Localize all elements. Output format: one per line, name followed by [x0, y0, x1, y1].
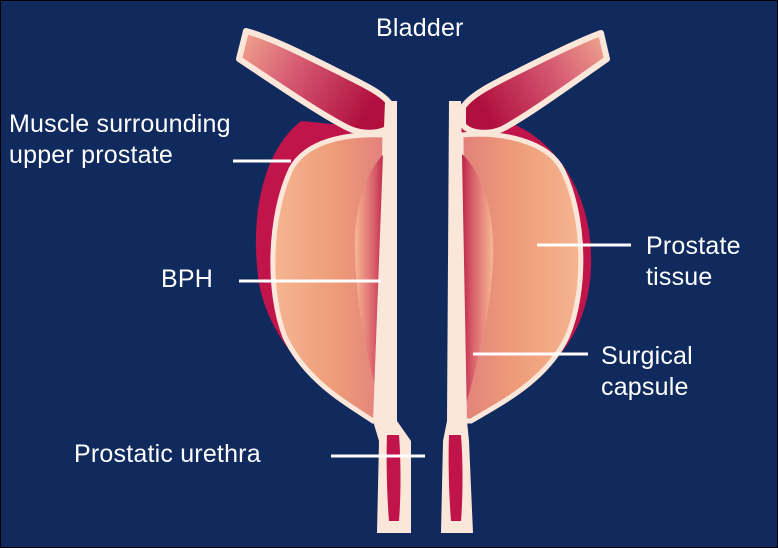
- right-urethra-muscle: [448, 435, 463, 521]
- left-prostate-half: [236, 28, 411, 533]
- label-surgical-capsule-line-2: capsule: [601, 373, 689, 401]
- label-prostatic-urethra: Prostatic urethra: [74, 440, 261, 468]
- label-prostate-tissue: Prostate tissue: [646, 231, 741, 293]
- label-surgical-capsule: Surgical capsule: [601, 341, 693, 403]
- right-prostate-tissue: [458, 131, 584, 424]
- label-muscle-line-2: upper prostate: [9, 141, 174, 169]
- right-bph-lobe: [459, 153, 494, 401]
- label-prostate-tissue-line-1: Prostate: [646, 232, 741, 260]
- label-surgical-capsule-line-1: Surgical: [601, 342, 693, 370]
- left-urethra-muscle: [386, 435, 401, 521]
- label-bph: BPH: [161, 265, 214, 293]
- right-prostate-half: [441, 30, 610, 533]
- label-muscle-line-1: Muscle surrounding: [9, 110, 231, 138]
- left-bladder-wall: [236, 28, 394, 136]
- label-muscle-upper-prostate: Muscle surrounding upper prostate: [9, 109, 231, 171]
- left-urethra-wall: [373, 101, 411, 533]
- label-prostate-tissue-line-2: tissue: [646, 263, 713, 291]
- right-bladder-wall: [460, 30, 610, 136]
- left-prostate-tissue: [270, 132, 388, 424]
- right-urethra-wall: [441, 101, 473, 533]
- label-bladder: Bladder: [376, 14, 464, 42]
